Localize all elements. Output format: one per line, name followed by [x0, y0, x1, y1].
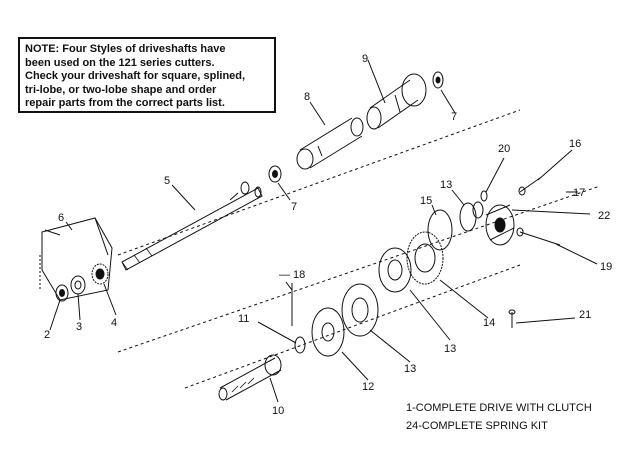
leader-2: [49, 299, 61, 331]
clutch-plate-part-13-right: [406, 231, 444, 285]
part-callout-12: 12: [362, 381, 374, 393]
leader-13-lower: [369, 329, 411, 363]
part-callout-2: 2: [44, 329, 50, 341]
part-callout-7: 7: [291, 201, 297, 213]
part-callout-22: 22: [598, 210, 610, 222]
collar-part-11: [294, 336, 306, 354]
pin-part-22: [508, 309, 516, 328]
cylinder-part-9: [366, 73, 427, 130]
part-callout-14: 14: [483, 317, 495, 329]
leader-8: [309, 101, 326, 126]
leader-5: [171, 184, 196, 211]
shaft-part-10: [218, 354, 282, 401]
gear-part-4: [91, 263, 109, 285]
leader-10: [269, 377, 279, 403]
leader-15: [451, 189, 465, 206]
lower-centerline: [117, 185, 601, 353]
legend-spring-kit: 24-COMPLETE SPRING KIT: [406, 420, 548, 432]
part-callout-3: 3: [76, 321, 82, 333]
part-callout-4: 4: [111, 317, 117, 329]
leader-12: [341, 351, 369, 381]
driveshaft-part-5: [121, 181, 263, 271]
leader-14: [409, 289, 451, 341]
part-callout-8: 8: [304, 91, 310, 103]
leader-9: [367, 59, 386, 104]
clutch-hub-part-14: [378, 247, 412, 293]
part-callout-15: 15: [420, 195, 432, 207]
housing-part-6: [41, 217, 113, 301]
pressure-plate-part-12: [311, 307, 345, 357]
note-line: NOTE: Four Styles of driveshafts have: [25, 43, 226, 55]
bottom-centerline: [184, 264, 521, 389]
part-callout-9: 9: [362, 53, 368, 65]
bearing-part-7-lower: [268, 165, 282, 183]
leader-11: [257, 321, 297, 344]
bearing-part-3: [70, 275, 86, 295]
leader-23: [511, 209, 591, 215]
flange-part-23: [485, 204, 515, 246]
note-box: NOTE: Four Styles of driveshafts have be…: [18, 37, 276, 113]
part-callout-21: 21: [579, 309, 591, 321]
clutch-plate-part-13-lower: [341, 283, 379, 337]
legend-complete-drive: 1-COMPLETE DRIVE WITH CLUTCH: [406, 402, 592, 414]
pin-part-21: [480, 190, 488, 202]
leader-19: [285, 281, 293, 291]
part-callout-13: 13: [444, 343, 456, 355]
leader-13-right: [439, 279, 489, 319]
bearing-part-7-upper: [432, 71, 444, 89]
note-line: been used on the 121 series cutters.: [25, 56, 215, 69]
leader-6: [65, 221, 73, 231]
part-callout-7: 7: [451, 111, 457, 123]
upper-centerline: [117, 109, 521, 256]
leader-16: [431, 204, 437, 216]
part-callout-11: 11: [238, 313, 249, 325]
part-callout-18: — 18: [279, 269, 305, 281]
part-callout-17: 17: [573, 187, 585, 199]
leader-22: [515, 317, 576, 324]
legend: 1-COMPLETE DRIVE WITH CLUTCH 24-COMPLETE…: [406, 399, 592, 435]
spring-plate-part-15: [459, 201, 484, 232]
part-callout-16: 16: [569, 138, 581, 150]
clutch-disk-part-16: [427, 209, 453, 251]
part-callout-10: 10: [272, 405, 284, 417]
screw-part-17: [518, 177, 541, 196]
bolt-part-20: [516, 227, 561, 246]
part-callout-5: 5: [164, 175, 170, 187]
note-line: repair parts from the correct parts list…: [25, 97, 225, 110]
leader-7-upper: [440, 89, 456, 114]
part-callout-13: 13: [440, 179, 452, 191]
leader-3: [77, 293, 81, 321]
part-callout-20: 20: [498, 143, 510, 155]
note-line: tri-lobe, or two-lobe shape and order: [25, 83, 217, 96]
tube-part-8: [296, 117, 364, 170]
leader-21: [485, 157, 505, 193]
part-callout-19: 19: [600, 261, 612, 273]
washer-part-2: [55, 284, 69, 302]
note-line: Check your driveshaft for square, spline…: [25, 70, 246, 83]
leader-7-lower: [277, 182, 291, 201]
leader-4: [103, 283, 117, 316]
part-callout-6: 6: [58, 212, 64, 224]
leader-17: [537, 149, 573, 181]
leader-20: [555, 243, 598, 265]
part-callout-13: 13: [404, 363, 416, 375]
